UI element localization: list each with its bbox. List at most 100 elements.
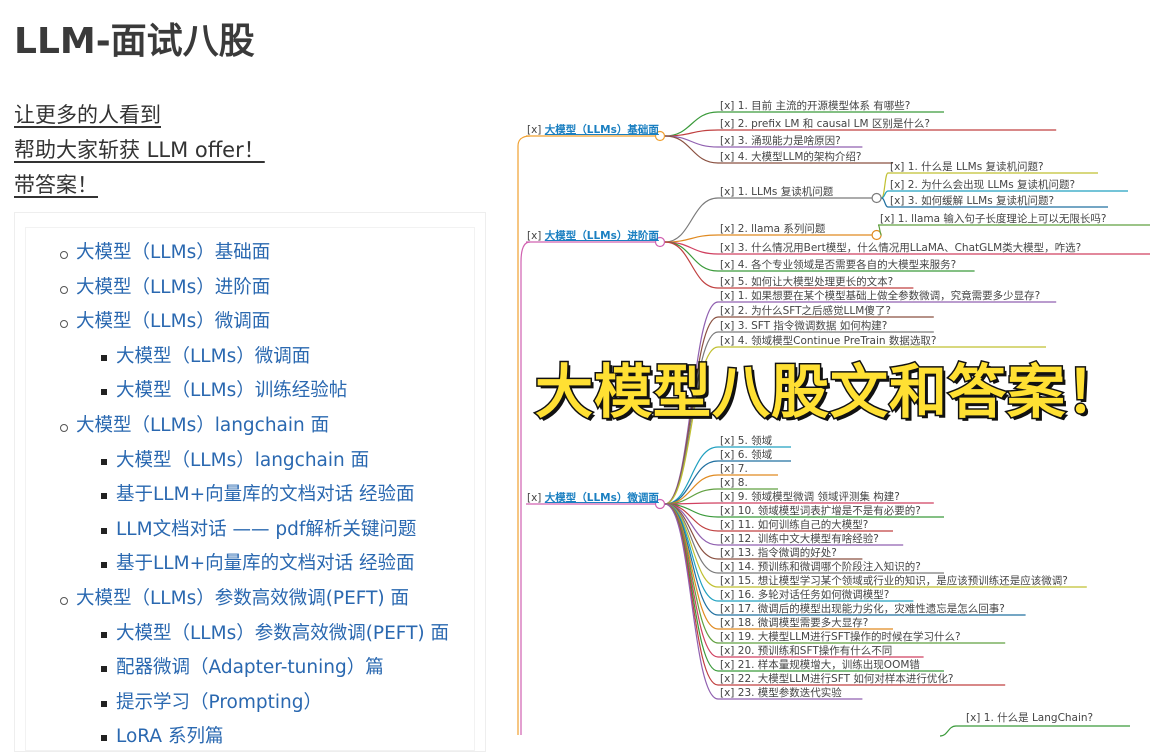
mindmap-node: [x] 1. 什么是 LLMs 复读机问题? xyxy=(890,161,1044,174)
checkbox-mark: [x] xyxy=(720,617,735,629)
toc-item[interactable]: 大模型（LLMs）微调面 xyxy=(26,340,449,375)
toc-item-label: 大模型（LLMs）微调面 xyxy=(76,311,271,333)
mindmap-node: [x] 5. 领域 xyxy=(720,435,772,448)
mindmap-node[interactable]: [x] 大模型（LLMs）基础面 xyxy=(527,124,659,137)
checkbox-mark: [x] xyxy=(720,631,735,643)
toc-item[interactable]: 大模型（LLMs）langchain 面 xyxy=(26,409,449,444)
mindmap-node: [x] 3. 如何缓解 LLMs 复读机问题? xyxy=(890,195,1054,208)
checkbox-mark: [x] xyxy=(720,491,735,503)
toc-item[interactable]: 大模型（LLMs）基础面 xyxy=(26,236,449,271)
checkbox-mark: [x] xyxy=(720,259,735,271)
mindmap-node: [x] 15. 想让模型学习某个领域或行业的知识，是应该预训练还是应该微调? xyxy=(720,575,1068,588)
toc-item[interactable]: 大模型（LLMs）微调面 xyxy=(26,305,449,340)
toc-item[interactable]: 大模型（LLMs）langchain 面 xyxy=(26,444,449,479)
mindmap-node: [x] 10. 领域模型词表扩增是不是有必要的? xyxy=(720,505,921,518)
overlay-caption: 大模型八股文和答案！ xyxy=(533,357,1125,428)
node-text: 4. 领域模型Continue PreTrain 数据选取? xyxy=(737,335,937,347)
checkbox-mark: [x] xyxy=(720,463,735,475)
checkbox-mark: [x] xyxy=(720,335,735,347)
connector-line xyxy=(664,241,719,272)
checkbox-mark: [x] xyxy=(720,186,735,198)
toc-list: 大模型（LLMs）基础面大模型（LLMs）进阶面大模型（LLMs）微调面大模型（… xyxy=(26,236,449,755)
checkbox-mark: [x] xyxy=(720,135,735,147)
node-text: 13. 指令微调的好处? xyxy=(737,547,837,559)
checkbox-mark: [x] xyxy=(720,305,735,317)
mindmap-node: [x] 2. llama 系列问题 xyxy=(720,223,825,236)
node-text: 3. 什么情况用Bert模型，什么情况用LLaMA、ChatGLM类大模型，咋选… xyxy=(737,242,1082,254)
toc-item-label: 大模型（LLMs）基础面 xyxy=(76,242,271,263)
checkbox-mark: [x] xyxy=(880,213,895,225)
branch-link[interactable]: 大模型（LLMs）基础面 xyxy=(544,124,659,136)
mindmap-node: [x] 3. SFT 指令微调数据 如何构建? xyxy=(720,320,887,333)
connector-line xyxy=(664,503,719,700)
mindmap-node: [x] 1. LLMs 复读机问题 xyxy=(720,186,833,199)
checkbox-mark: [x] xyxy=(720,505,735,517)
checkbox-mark: [x] xyxy=(720,477,735,489)
node-text: 2. 为什么会出现 LLMs 复读机问题? xyxy=(907,179,1076,191)
connector-line xyxy=(664,135,719,148)
checkbox-mark: [x] xyxy=(527,492,542,504)
toc-inner: 大模型（LLMs）基础面大模型（LLMs）进阶面大模型（LLMs）微调面大模型（… xyxy=(25,227,475,751)
node-text: 1. 什么是 LLMs 复读机问题? xyxy=(907,161,1044,173)
connector-line xyxy=(664,135,719,164)
checkbox-mark: [x] xyxy=(720,687,735,699)
mindmap-node: [x] 13. 指令微调的好处? xyxy=(720,547,837,560)
node-text: 11. 如何训练自己的大模型? xyxy=(737,519,869,531)
mindmap-node: [x] 22. 大模型LLM进行SFT 如何对样本进行优化? xyxy=(720,673,953,686)
checkbox-mark: [x] xyxy=(720,659,735,671)
toc-item-label: 基于LLM+向量库的文档对话 经验面 xyxy=(116,553,415,575)
toc-item[interactable]: 大模型（LLMs）参数高效微调(PEFT) 面 xyxy=(26,582,449,617)
mindmap-node: [x] 20. 预训练和SFT操作有什么不同 xyxy=(720,645,892,658)
toc-item[interactable]: LLM文档对话 —— pdf解析关键问题 xyxy=(26,513,449,548)
slogan-line: 让更多的人看到 xyxy=(14,103,161,127)
trunk-line xyxy=(517,135,531,147)
toc-item[interactable]: 大模型（LLMs）进阶面 xyxy=(26,271,449,306)
mindmap-node: [x] 5. 如何让大模型处理更长的文本? xyxy=(720,276,893,289)
mindmap-node[interactable]: [x] 大模型（LLMs）微调面 xyxy=(527,492,659,505)
toc-item[interactable]: 大模型（LLMs）参数高效微调(PEFT) 面 xyxy=(26,617,449,652)
toc-item[interactable]: 大模型（LLMs）训练经验帖 xyxy=(26,374,449,409)
mindmap-node: [x] 16. 多轮对话任务如何微调模型? xyxy=(720,589,889,602)
toc-item[interactable]: LoRA 系列篇 xyxy=(26,720,449,755)
checkbox-mark: [x] xyxy=(527,230,542,242)
node-text: 22. 大模型LLM进行SFT 如何对样本进行优化? xyxy=(737,673,954,685)
checkbox-mark: [x] xyxy=(720,673,735,685)
checkbox-mark: [x] xyxy=(720,449,735,461)
square-bullet-icon xyxy=(101,700,107,707)
node-text: 14. 预训练和微调哪个阶段注入知识的? xyxy=(737,561,921,573)
toc-item[interactable]: 配器微调（Adapter-tuning）篇 xyxy=(26,651,449,686)
node-text: 4. 各个专业领域是否需要各自的大模型来服务? xyxy=(737,259,957,271)
branch-link[interactable]: 大模型（LLMs）进阶面 xyxy=(544,230,659,242)
mindmap-node: [x] 1. 什么是 LangChain? xyxy=(966,712,1093,725)
connector-line xyxy=(881,197,889,208)
toc-item[interactable]: 提示学习（Prompting） xyxy=(26,686,449,721)
node-text: 3. 如何缓解 LLMs 复读机问题? xyxy=(907,195,1055,207)
mindmap-node: [x] 7. xyxy=(720,463,748,476)
node-text: 17. 微调后的模型出现能力劣化，灾难性遗忘是怎么回事? xyxy=(737,603,1005,615)
mindmap-node: [x] 18. 微调模型需要多大显存? xyxy=(720,617,868,630)
mindmap-node: [x] 2. prefix LM 和 causal LM 区别是什么? xyxy=(720,118,930,131)
collapse-node-icon[interactable] xyxy=(654,236,666,248)
mindmap-node[interactable]: [x] 大模型（LLMs）进阶面 xyxy=(527,230,659,243)
checkbox-mark: [x] xyxy=(720,561,735,573)
toc-item-label: 大模型（LLMs）微调面 xyxy=(116,345,311,367)
collapse-node-icon[interactable] xyxy=(654,498,666,510)
toc-item[interactable]: 基于LLM+向量库的文档对话 经验面 xyxy=(26,478,449,513)
node-text: 8. xyxy=(737,477,748,489)
checkbox-mark: [x] xyxy=(720,242,735,254)
toc-item[interactable]: 基于LLM+向量库的文档对话 经验面 xyxy=(26,547,449,582)
node-text: 20. 预训练和SFT操作有什么不同 xyxy=(737,645,893,657)
node-text: 9. 领域模型微调 领域评测集 构建? xyxy=(737,491,900,503)
toc-item-label: 配器微调（Adapter-tuning）篇 xyxy=(116,657,384,679)
branch-link[interactable]: 大模型（LLMs）微调面 xyxy=(544,492,659,504)
mindmap-node: [x] 23. 模型参数迭代实验 xyxy=(720,687,842,700)
node-text: 3. 涌现能力是啥原因? xyxy=(737,135,841,147)
checkbox-mark: [x] xyxy=(720,575,735,587)
mindmap-node: [x] 2. 为什么SFT之后感觉LLM傻了? xyxy=(720,305,891,318)
collapse-node-icon[interactable] xyxy=(871,192,882,204)
square-bullet-icon xyxy=(101,354,107,361)
toc-item-label: 提示学习（Prompting） xyxy=(116,691,322,713)
node-text: 1. 什么是 LangChain? xyxy=(983,712,1094,724)
toc-item-label: 大模型（LLMs）langchain 面 xyxy=(76,414,330,436)
collapse-node-icon[interactable] xyxy=(654,130,666,142)
